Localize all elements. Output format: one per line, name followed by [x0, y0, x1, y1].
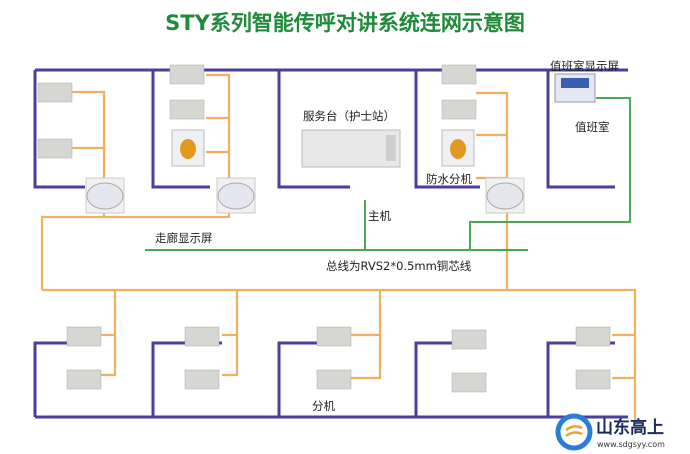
walls-bottom: [33, 341, 628, 419]
host-label: 主机: [368, 209, 391, 223]
walls-top: [33, 68, 628, 189]
company-logo: 山东高上 www.sdgsyy.com: [555, 413, 665, 451]
call-panels: [37, 64, 611, 393]
extension-label: 分机: [312, 399, 335, 413]
corridor-display-label: 走廊显示屏: [155, 231, 213, 245]
corridor-lamp-icons: [85, 177, 525, 214]
logo-url: www.sdgsyy.com: [597, 440, 665, 449]
service-desk-label: 服务台（护士站）: [303, 109, 395, 123]
waterproof-unit-icons: [171, 129, 475, 167]
logo-name: 山东高上: [596, 417, 664, 438]
duty-room-label: 值班室: [575, 120, 610, 134]
display-wiring: [145, 97, 631, 251]
host-console-icon: [301, 129, 401, 168]
duty-display-label: 值班室显示屏: [550, 59, 619, 73]
bus-wiring: [40, 73, 637, 420]
bus-note-label: 总线为RVS2*0.5mm铜芯线: [326, 259, 472, 273]
duty-display-icon: [554, 73, 596, 103]
waterproof-unit-label: 防水分机: [426, 172, 472, 186]
diagram-title: STY系列智能传呼对讲系统连网示意图: [165, 11, 525, 35]
